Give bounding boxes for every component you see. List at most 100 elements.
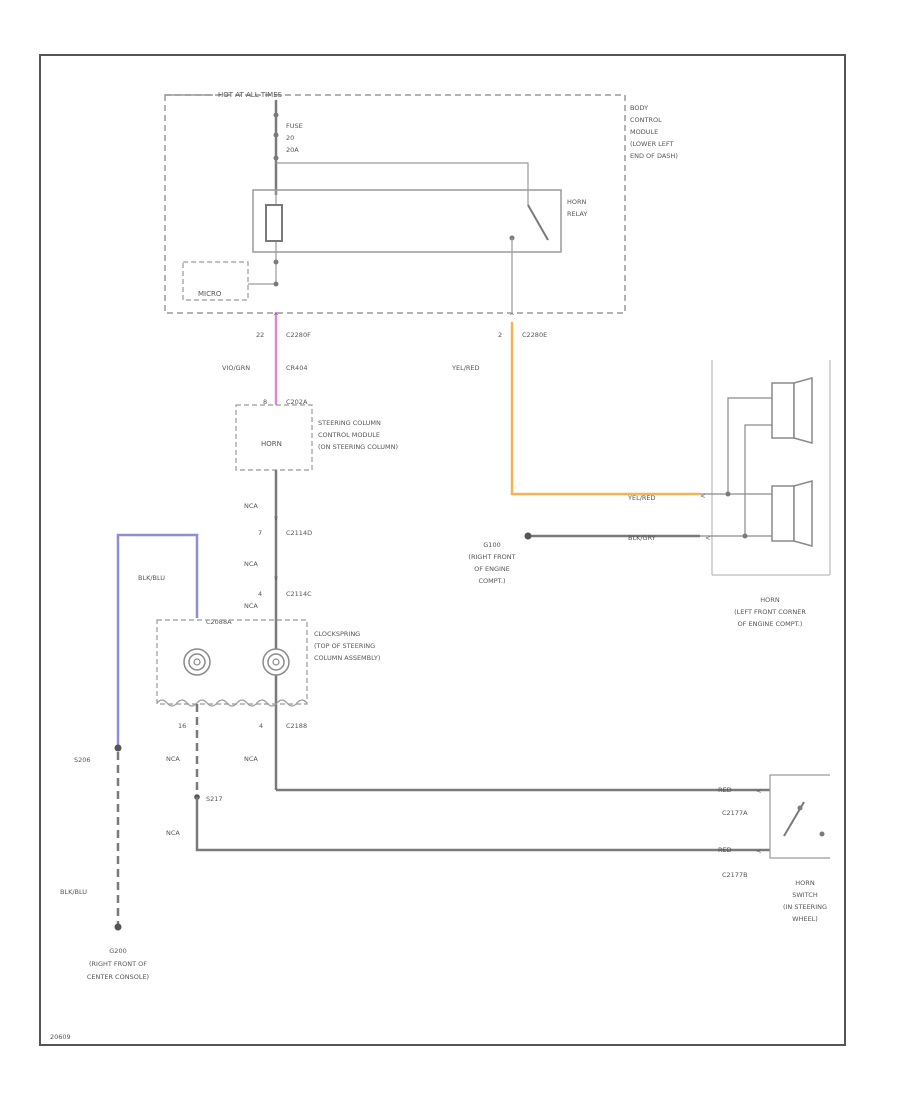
horn-pos-upper: [727, 397, 772, 494]
horn-label-1: HORN: [760, 596, 780, 604]
micro-node: [273, 281, 279, 287]
bcm-label-3: MODULE: [630, 128, 658, 136]
wire-blk-blu-upper: BLK/BLU: [138, 574, 165, 582]
horn-switch-housing: [769, 774, 830, 859]
g200-ground-icon: [114, 923, 122, 931]
c2114d-connector: C2114D: [286, 529, 312, 537]
horn-neg-upper: [744, 424, 772, 536]
fuse-top-node: [273, 112, 279, 118]
relay-label-1: HORN: [567, 198, 587, 206]
clockspring-label-1: CLOCKSPRING: [314, 630, 360, 638]
c2114c-pin: 4: [258, 590, 262, 598]
c2114d-mark: v: [274, 514, 278, 522]
c2280f-pin: 22: [256, 331, 264, 339]
c202a-connector: C202A: [286, 398, 308, 406]
s217-label: S217: [206, 795, 223, 803]
c2177b-connector: C2177B: [722, 871, 748, 879]
wire-red-1: RED: [718, 786, 732, 794]
c2280e-connector: C2280E: [522, 331, 547, 339]
horn-pos-connector-mark: <: [700, 492, 705, 500]
c2114c-connector: C2114C: [286, 590, 312, 598]
wire-blk-blu-lower: BLK/BLU: [60, 888, 87, 896]
relay-label-2: RELAY: [567, 210, 587, 218]
wire-yel-red: YEL/RED: [451, 364, 480, 372]
fuse-box-title: HOT AT ALL TIMES: [218, 91, 283, 99]
c2114d-pin: 7: [258, 529, 262, 537]
fuse-bottom-node: [273, 155, 279, 161]
micro-wire: [248, 252, 277, 285]
horn-neg-node: [742, 533, 748, 539]
clockspring-wave: [156, 699, 308, 707]
clockspring-right-coil-icon: [262, 648, 290, 676]
c2280f-connector: C2280F: [286, 331, 311, 339]
wire-nca-3: NCA: [244, 602, 258, 610]
c202a-pin: 8: [263, 398, 267, 406]
coil-node: [273, 259, 279, 265]
horn-switch-label-4: WHEEL): [792, 915, 818, 923]
c2177b-mark: <: [756, 847, 761, 855]
micro-label: MICRO: [198, 290, 222, 298]
wire-nca-5: NCA: [166, 755, 180, 763]
horn-switch-contact: [783, 801, 805, 837]
wire-vio-grn-code: CR404: [286, 364, 307, 372]
diagram-id: 20609: [50, 1033, 71, 1041]
horn-switch-terminal: [819, 831, 825, 837]
g200-label-1: G200: [109, 947, 126, 955]
relay-coil: [265, 204, 283, 242]
horn-switch-label-2: SWITCH: [792, 891, 818, 899]
clockspring-box: [156, 619, 308, 705]
g100-label-2: (RIGHT FRONT: [468, 553, 515, 561]
fuse-number: 20: [286, 134, 294, 142]
outer-frame: [39, 54, 846, 1046]
wire-red-2: RED: [718, 846, 732, 854]
horn-switch-label-1: HORN: [795, 879, 815, 887]
c2280e-pin-mark: ^: [509, 312, 514, 320]
relay-switch-contact: [527, 204, 549, 241]
horn-pos-node: [725, 491, 731, 497]
clockspring-label-3: COLUMN ASSEMBLY): [314, 654, 380, 662]
horn-label-3: OF ENGINE COMPT.): [738, 620, 803, 628]
horn-switch-label-3: (IN STEERING: [783, 903, 827, 911]
c2280f-pin-mark: ^: [273, 312, 278, 320]
c2188-right-pin: 4: [259, 722, 263, 730]
c2114c-mark: v: [274, 574, 278, 582]
clockspring-left-coil-icon: [183, 648, 211, 676]
c2188-connector: C2188: [286, 722, 307, 730]
yellow-red-wire: [510, 322, 700, 496]
c2280e-pin: 2: [498, 331, 502, 339]
g100-ground-icon: [524, 532, 532, 540]
bcm-label-1: BODY: [630, 104, 648, 112]
wire-nca-4: NCA: [244, 755, 258, 763]
wire-vio-grn: VIO/GRN: [222, 364, 250, 372]
horn-switch-ground-wire: [195, 797, 770, 852]
fuse-label: FUSE: [286, 122, 303, 130]
c2177a-connector: C2177A: [722, 809, 748, 817]
horn-relay-box: [252, 189, 562, 253]
relay-feed-wire: [276, 162, 529, 205]
sccm-label-3: (ON STEERING COLUMN): [318, 443, 398, 451]
g200-label-3: CENTER CONSOLE): [87, 973, 149, 981]
horn-lower-icon: [771, 480, 813, 547]
wire-nca-6: NCA: [166, 829, 180, 837]
wire-yel-red-horn: YEL/RED: [627, 494, 656, 502]
sccm-horn: HORN: [261, 440, 282, 448]
s206-splice: [114, 744, 122, 752]
sccm-box: [235, 404, 313, 471]
black-blue-wire: [116, 533, 199, 745]
horn-neg-connector-mark: <: [705, 534, 710, 542]
horn-upper-icon: [771, 377, 813, 444]
c2088a-connector: C2088A: [206, 618, 232, 626]
sccm-label-2: CONTROL MODULE: [318, 431, 380, 439]
sccm-label-1: STEERING COLUMN: [318, 419, 381, 427]
fuse-rating: 20A: [286, 146, 299, 154]
wire-nca-2: NCA: [244, 560, 258, 568]
horn-label-2: (LEFT FRONT CORNER: [734, 608, 806, 616]
c2188-left-pin: 16: [178, 722, 186, 730]
bcm-label-5: END OF DASH): [630, 152, 678, 160]
fuse-mid-node: [273, 132, 279, 138]
g100-label-1: G100: [483, 541, 500, 549]
wire-blk-gry: BLK/GRY: [628, 534, 656, 542]
bcm-module-box: [164, 94, 626, 314]
bcm-label-4: (LOWER LEFT: [630, 140, 674, 148]
